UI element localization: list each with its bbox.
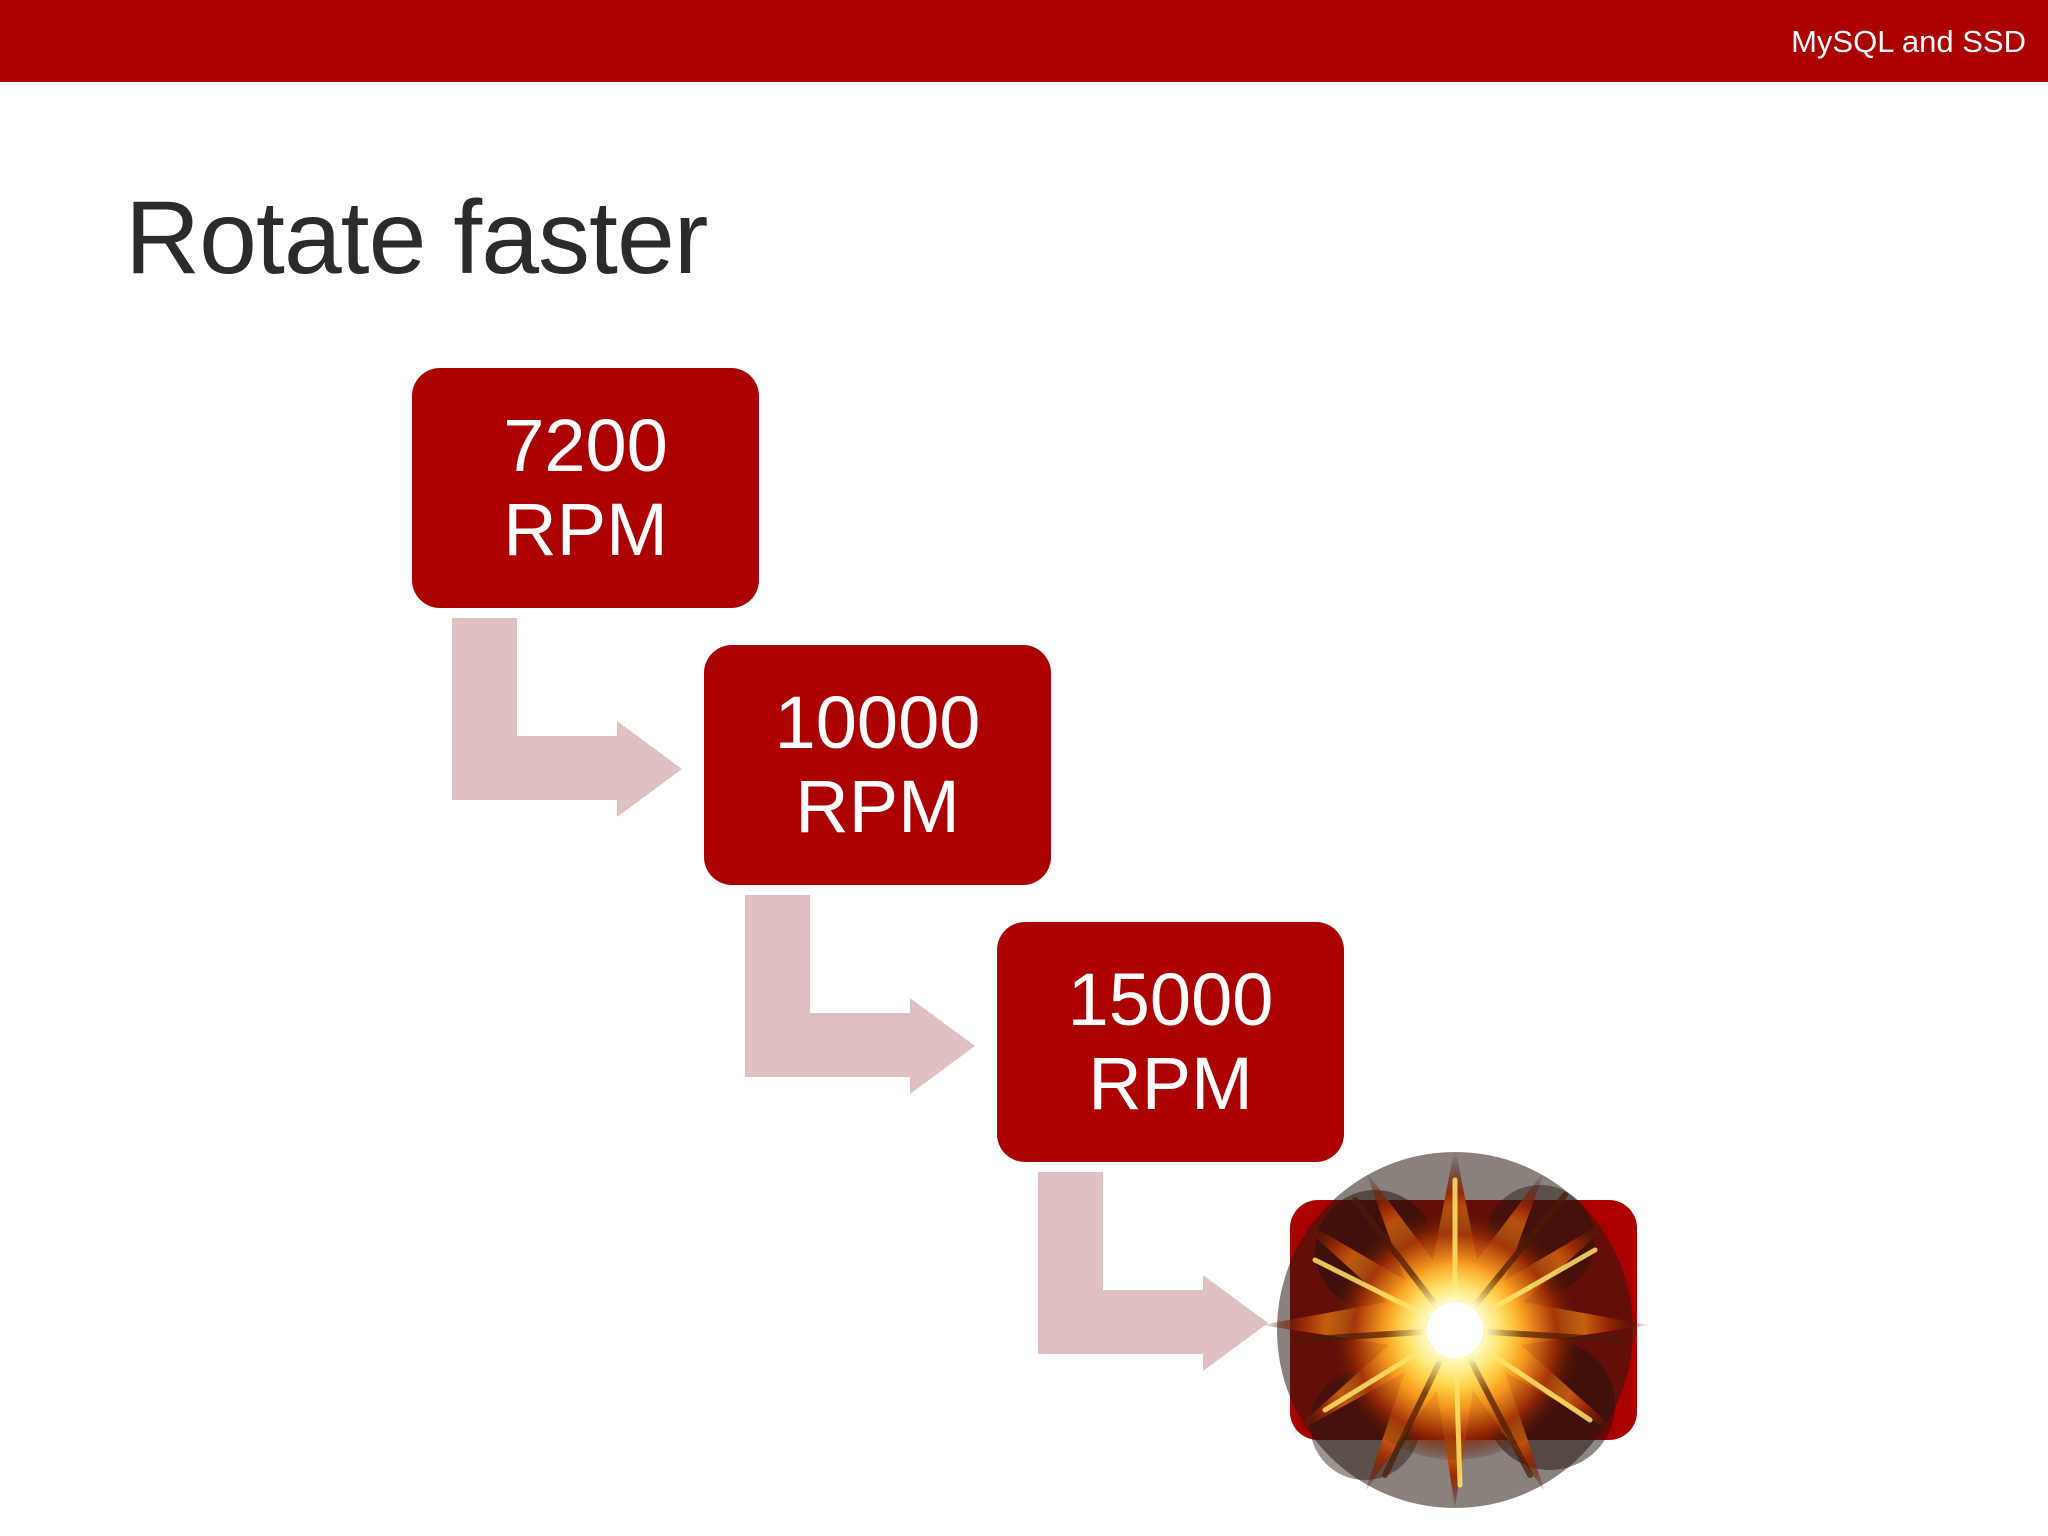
connector-arrow-3	[1038, 1172, 1268, 1371]
page-title: Rotate faster	[125, 180, 708, 296]
step-box-10000: 10000 RPM	[704, 645, 1051, 885]
step-unit: RPM	[503, 488, 668, 571]
connector-arrow-1	[452, 618, 682, 817]
step-unit: RPM	[795, 765, 960, 848]
explosion-icon	[1261, 1146, 1649, 1508]
connector-arrow-2	[745, 895, 975, 1094]
step-value: 7200	[503, 404, 668, 487]
header-bar: MySQL and SSD	[0, 0, 2048, 82]
step-unit: RPM	[1088, 1042, 1253, 1125]
step-box-7200: 7200 RPM	[412, 368, 759, 608]
step-box-15000: 15000 RPM	[997, 922, 1344, 1162]
header-title: MySQL and SSD	[1791, 24, 2026, 59]
step-value: 15000	[1067, 958, 1274, 1041]
step-value: 10000	[774, 681, 981, 764]
